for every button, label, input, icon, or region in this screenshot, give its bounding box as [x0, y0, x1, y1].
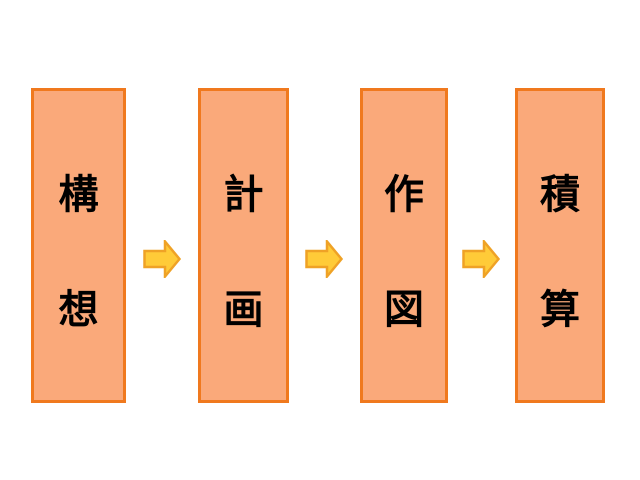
right-arrow-icon: [305, 240, 343, 278]
step-box-keikaku: 計 画: [198, 88, 289, 403]
right-arrow-icon: [462, 240, 500, 278]
step-box-kousou: 構 想: [31, 88, 126, 403]
step-char: 積: [540, 172, 580, 217]
step-box-sekisan: 積 算: [515, 88, 605, 403]
step-char: 想: [58, 287, 99, 332]
step-char: 画: [223, 287, 264, 332]
step-box-sakuzu: 作 図: [360, 88, 448, 403]
step-char: 計: [223, 172, 264, 217]
step-char: 図: [384, 287, 424, 332]
right-arrow-icon: [143, 240, 181, 278]
step-char: 構: [58, 172, 99, 217]
step-char: 作: [384, 172, 424, 217]
step-char: 算: [540, 287, 580, 332]
